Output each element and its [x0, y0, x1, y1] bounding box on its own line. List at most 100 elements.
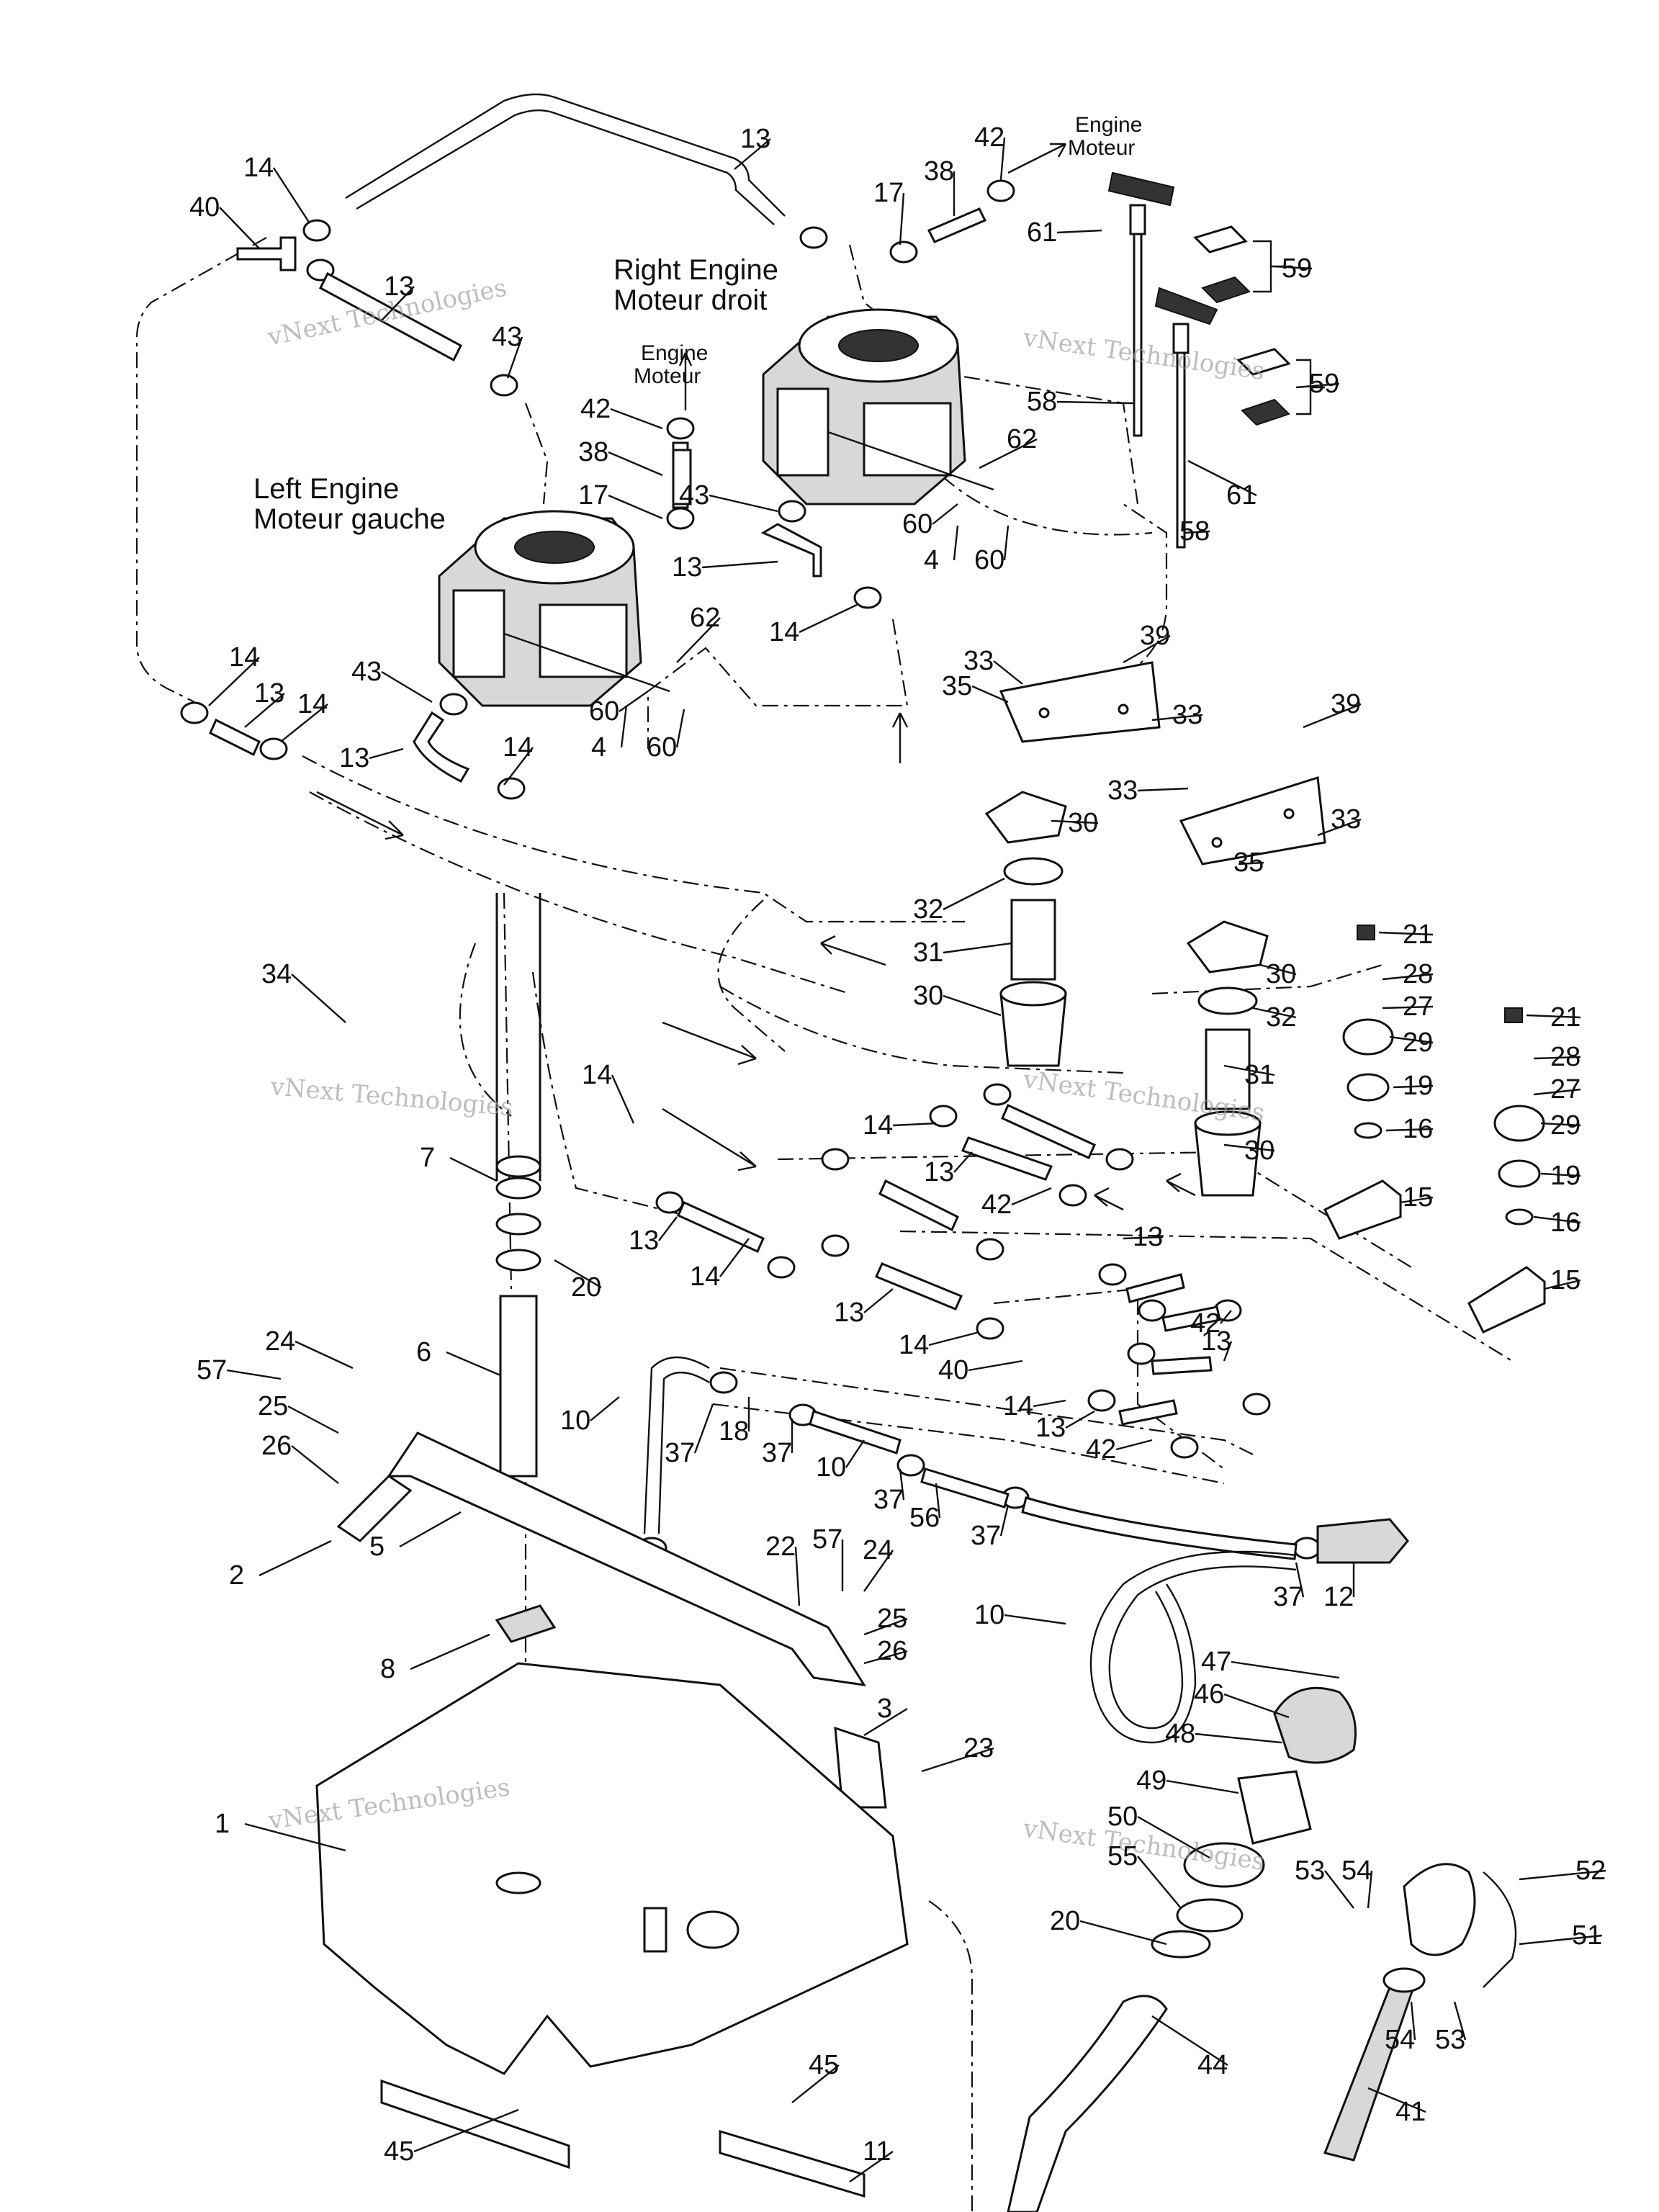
callout-57: 57	[812, 1524, 844, 1591]
callout-number: 40	[938, 1355, 968, 1385]
callout-45: 45	[791, 2050, 840, 2103]
callout-48: 48	[1165, 1719, 1282, 1749]
filter-screen-51	[1403, 1863, 1517, 1988]
engine-top-fr: Moteur	[1068, 136, 1135, 160]
callout-13: 13	[244, 678, 285, 728]
callout-62: 62	[676, 603, 721, 663]
engine-mid-en: Engine	[641, 341, 708, 365]
callout-43: 43	[492, 322, 523, 379]
callout-27: 27	[1533, 1074, 1581, 1105]
callout-number: 14	[899, 1330, 929, 1360]
callout-45: 45	[384, 2108, 519, 2167]
callout-number: 15	[1403, 1182, 1433, 1213]
callout-number: 13	[629, 1226, 659, 1256]
callout-10: 10	[816, 1439, 866, 1483]
callout-60: 60	[647, 709, 685, 763]
callout-31: 31	[913, 938, 1012, 968]
callout-number: 18	[719, 1416, 749, 1447]
callout-number: 7	[420, 1143, 435, 1173]
callout-number: 13	[1201, 1326, 1231, 1357]
callout-number: 57	[197, 1355, 227, 1385]
callout-number: 27	[1550, 1074, 1581, 1105]
callout-25: 25	[258, 1391, 339, 1434]
callout-40: 40	[189, 192, 260, 249]
callout-42: 42	[580, 394, 663, 430]
callout-51: 51	[1519, 1920, 1602, 1951]
callout-number: 34	[261, 959, 292, 989]
callout-number: 13	[339, 743, 369, 773]
callout-29: 29	[1540, 1110, 1581, 1141]
callout-number: 13	[1133, 1222, 1163, 1252]
callout-60: 60	[974, 525, 1010, 575]
callout-23: 23	[921, 1733, 994, 1773]
callout-number: 12	[1323, 1582, 1354, 1612]
callout-14: 14	[863, 1110, 937, 1141]
callout-number: 30	[1068, 808, 1098, 838]
callout-number: 42	[1086, 1434, 1116, 1465]
callout-number: 60	[647, 732, 677, 763]
callout-number: 31	[1244, 1060, 1274, 1090]
callout-number: 43	[492, 322, 522, 352]
callout-37: 37	[1273, 1562, 1305, 1612]
callout-number: 39	[1331, 689, 1361, 719]
callout-number: 42	[974, 122, 1004, 153]
callout-31: 31	[1223, 1060, 1274, 1090]
callout-number: 62	[690, 603, 720, 633]
callout-61: 61	[1187, 459, 1257, 511]
callout-number: 14	[243, 153, 274, 183]
callout-number: 14	[863, 1110, 893, 1141]
callout-number: 16	[1403, 1114, 1433, 1144]
callout-30: 30	[1051, 808, 1098, 838]
callout-number: 19	[1403, 1071, 1433, 1101]
callout-47: 47	[1201, 1647, 1340, 1679]
callout-number: 50	[1107, 1802, 1138, 1832]
callout-number: 25	[877, 1604, 907, 1634]
callout-13: 13	[629, 1216, 678, 1256]
engine-top-en: Engine	[1075, 113, 1142, 137]
callout-number: 35	[1233, 848, 1264, 878]
callout-number: 32	[913, 894, 943, 925]
callout-number: 24	[265, 1326, 295, 1357]
callout-number: 47	[1201, 1647, 1231, 1677]
callout-33: 33	[1107, 775, 1189, 806]
callout-30: 30	[1259, 959, 1297, 989]
svg-text:vNext Technologies: vNext Technologies	[269, 1072, 514, 1122]
callout-number: 30	[1244, 1136, 1274, 1166]
callout-number: 14	[297, 689, 328, 719]
callout-2: 2	[229, 1539, 332, 1591]
callout-58: 58	[1027, 387, 1135, 417]
callout-14: 14	[690, 1238, 750, 1292]
callout-14: 14	[582, 1060, 635, 1124]
callout-number: 21	[1550, 1002, 1581, 1033]
fuel-filter-upper	[984, 791, 1067, 1067]
callout-number: 62	[1007, 424, 1037, 454]
callout-number: 26	[261, 1431, 292, 1461]
callout-20: 20	[1050, 1906, 1167, 1946]
callout-14: 14	[280, 689, 328, 742]
callout-49: 49	[1136, 1766, 1239, 1796]
callout-24: 24	[265, 1326, 354, 1370]
callout-number: 42	[580, 394, 611, 424]
callout-number: 13	[384, 271, 414, 302]
hose-13-top	[345, 93, 786, 225]
callout-number: 58	[1179, 516, 1210, 547]
adjuster-screws	[1107, 171, 1325, 549]
callout-number: 30	[913, 981, 943, 1011]
callout-number: 31	[913, 938, 943, 968]
tank-pads	[380, 2079, 866, 2198]
vent-caps	[1323, 925, 1546, 1334]
callout-33: 33	[1151, 700, 1202, 730]
callout-number: 35	[942, 671, 972, 701]
callout-number: 54	[1341, 1856, 1372, 1886]
right-engine-en: Right Engine	[613, 254, 778, 286]
filler-cap-48	[1273, 1686, 1357, 1764]
callout-number: 6	[416, 1337, 431, 1367]
clamps	[180, 179, 1321, 1560]
callout-24: 24	[863, 1535, 894, 1592]
callout-number: 40	[189, 192, 220, 222]
callout-number: 20	[571, 1272, 601, 1303]
callout-43: 43	[679, 480, 778, 513]
callout-28: 28	[1533, 1042, 1581, 1072]
callout-number: 20	[1050, 1906, 1080, 1936]
callout-3: 3	[863, 1694, 908, 1737]
